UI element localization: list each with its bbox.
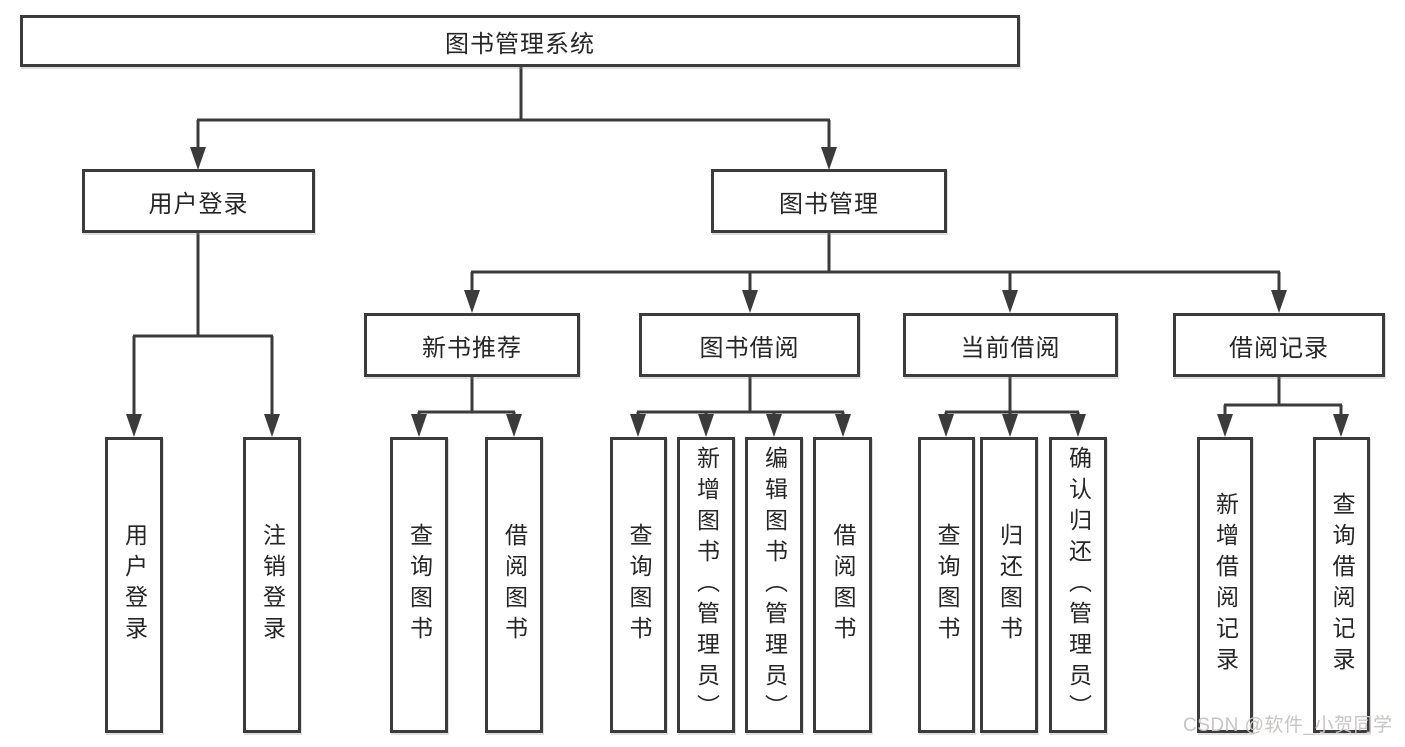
leaf-current-query-books: 查询图书: [918, 437, 975, 733]
node-book-management: 图书管理: [711, 169, 947, 233]
leaf-logout-label: 注销登录: [259, 523, 286, 647]
node-root-system: 图书管理系统: [20, 15, 1020, 67]
leaf-borrow-add-books: 新增图书（管理员）: [677, 437, 735, 733]
leaf-borrow-query-books-label: 查询图书: [626, 523, 652, 647]
leaf-borrow-borrow-books-label: 借阅图书: [830, 523, 856, 647]
leaf-records-query-record-label: 查询借阅记录: [1329, 492, 1355, 678]
leaf-current-return-books: 归还图书: [980, 437, 1038, 733]
leaf-records-add-record: 新增借阅记录: [1197, 437, 1253, 733]
node-current-borrow: 当前借阅: [903, 313, 1118, 377]
node-book-borrow-label: 图书借阅: [699, 334, 800, 362]
node-borrow-records-label: 借阅记录: [1229, 334, 1329, 362]
node-user-login: 用户登录: [82, 169, 315, 233]
node-borrow-records: 借阅记录: [1173, 313, 1385, 377]
leaf-records-add-record-label: 新增借阅记录: [1212, 492, 1239, 678]
node-root-label: 图书管理系统: [445, 30, 595, 58]
leaf-current-query-books-label: 查询图书: [934, 523, 960, 647]
leaf-recommend-query-books: 查询图书: [390, 437, 448, 733]
leaf-current-confirm-return: 确认归还（管理员）: [1049, 437, 1107, 733]
leaf-borrow-edit-books: 编辑图书（管理员）: [745, 437, 803, 733]
csdn-watermark: CSDN @软件_小贺同学: [1183, 715, 1393, 736]
leaf-current-return-books-label: 归还图书: [996, 523, 1023, 647]
node-user-login-label: 用户登录: [148, 190, 249, 218]
leaf-recommend-borrow-books: 借阅图书: [485, 437, 543, 733]
leaf-user-login: 用户登录: [105, 437, 163, 733]
node-new-book-recommend: 新书推荐: [364, 313, 580, 377]
leaf-borrow-borrow-books: 借阅图书: [813, 437, 872, 733]
node-book-borrow: 图书借阅: [639, 313, 860, 377]
leaf-recommend-query-books-label: 查询图书: [406, 523, 433, 647]
leaf-records-query-record: 查询借阅记录: [1313, 437, 1370, 733]
node-current-borrow-label: 当前借阅: [960, 334, 1061, 362]
leaf-logout: 注销登录: [243, 437, 301, 733]
leaf-borrow-query-books: 查询图书: [610, 437, 667, 733]
leaf-recommend-borrow-books-label: 借阅图书: [501, 523, 528, 647]
leaf-current-confirm-return-label: 确认归还（管理员）: [1065, 445, 1092, 725]
leaf-borrow-edit-books-label: 编辑图书（管理员）: [761, 445, 788, 725]
node-book-management-label: 图书管理: [779, 190, 879, 218]
leaf-user-login-label: 用户登录: [121, 523, 148, 647]
node-new-book-recommend-label: 新书推荐: [422, 334, 522, 362]
leaf-borrow-add-books-label: 新增图书（管理员）: [693, 445, 720, 725]
